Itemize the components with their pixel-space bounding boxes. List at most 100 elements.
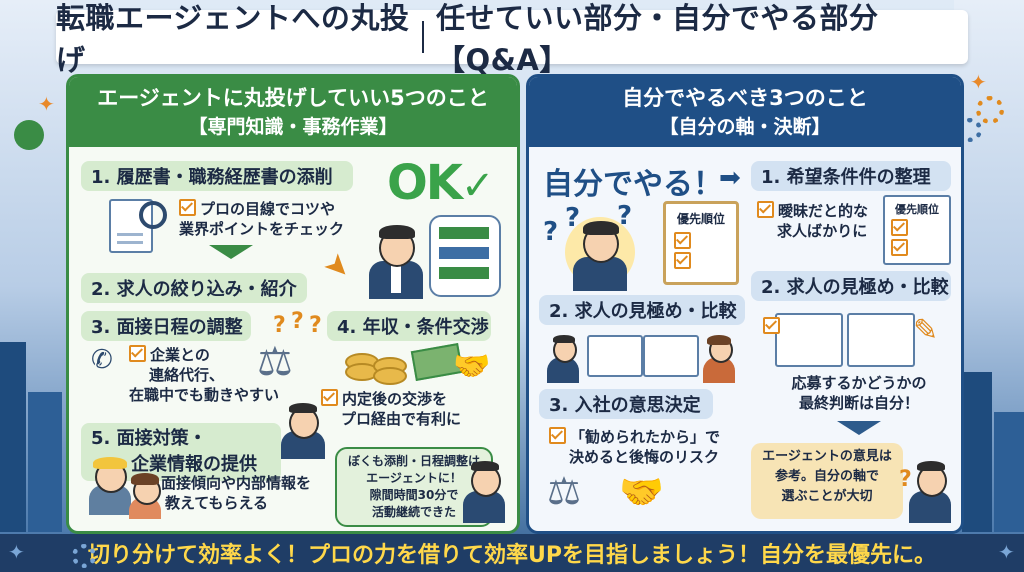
item3-note: 企業との 連絡代行、 在職中でも動きやすい (129, 345, 279, 405)
priority-label: 優先順位 (676, 212, 725, 226)
star-icon: ✦ (998, 540, 1015, 564)
scales-icon: ⚖ (257, 339, 293, 385)
star-icon: ✦ (38, 92, 55, 116)
r-item3-note-line2: 決めると後悔のリスク (569, 448, 720, 466)
right-panel-header: 自分でやるべき3つのこと 【自分の軸・決断】 (529, 77, 961, 147)
item5-note-line1: 面接傾向や内部情報を (161, 474, 312, 492)
checkbox-icon (674, 252, 691, 269)
gear-icon (976, 96, 1004, 124)
resume-icon (775, 313, 843, 367)
r-item2b-note-line1: 応募するかどうかの (791, 374, 927, 392)
advice-box: エージェントの意見は 参考。自分の軸で 選ぶことが大切 (751, 443, 903, 519)
item1-label: 1. 履歴書・職務経歴書の添削 (81, 161, 353, 191)
rocket-icon: ➤ (316, 245, 359, 288)
right-panel: 自分でやるべき3つのこと 【自分の軸・決断】 自分でやる！ ➡ ? ? ? 優先… (526, 74, 964, 534)
star-icon: ✦ (970, 70, 987, 94)
testimonial-line1: ぼくも添削・日程調整は (347, 454, 480, 468)
page-title: 転職エージェントへの丸投げ 任せていい部分・自分でやる部分【Q&A】 (56, 1, 968, 77)
item3-note-line2: 連絡代行、 (149, 366, 225, 384)
footer-text: 切り分けて効率よく！プロの力を借りて効率UPを目指しましょう！自分を最優先に。 (88, 543, 936, 568)
person-illustration (545, 333, 581, 383)
item5-label-line1: 5. 面接対策・ (91, 428, 207, 449)
do-yourself-label: 自分でやる！ (543, 167, 723, 202)
r-item2b-note-line2: 最終判断は自分！ (798, 394, 919, 412)
arrow-right-icon: ➡ (719, 163, 741, 193)
left-panel: エージェントに丸投げしていい5つのこと 【専門知識・事務作業】 1. 履歴書・職… (66, 74, 520, 534)
question-icon: ? (273, 313, 286, 338)
r-item3-note-line1: 「勧められたから」で (570, 428, 721, 446)
worker-illustration (85, 453, 135, 515)
question-icon: ? (291, 309, 304, 334)
magnifier-icon (139, 201, 167, 229)
advice-line3: 選ぶことが大切 (781, 489, 873, 504)
pen-icon: ✎ (913, 313, 939, 348)
woman-illustration (125, 471, 165, 519)
planet-icon (14, 120, 44, 150)
r-item2a-label: 2. 求人の見極め・比較 (539, 295, 745, 325)
left-panel-heading: エージェントに丸投げしていい5つのこと (97, 86, 489, 110)
title-main: 転職エージェントへの丸投げ (56, 1, 410, 77)
item4-note-line1: 内定後の交渉を (342, 390, 448, 408)
star-icon: ✦ (8, 540, 25, 564)
item3-note-line1: 企業との (150, 346, 210, 364)
footer-banner: 切り分けて効率よく！プロの力を借りて効率UPを目指しましょう！自分を最優先に。 (0, 534, 1024, 572)
right-panel-subheading: 【自分の軸・決断】 (659, 116, 831, 138)
right-panel-heading: 自分でやるべき3つのこと (622, 86, 868, 110)
priority-clipboard: 優先順位 (663, 201, 739, 285)
testimonial-line3: 隙間時間30分で (369, 488, 459, 502)
advice-line2: 参考。自分の軸で (774, 469, 879, 484)
left-panel-header: エージェントに丸投げしていい5つのこと 【専門知識・事務作業】 (69, 77, 517, 147)
item4-note: 内定後の交渉を プロ経由で有利に (321, 389, 461, 429)
question-icon: ? (309, 313, 322, 338)
building-graphic (994, 412, 1024, 532)
resume-icon (847, 313, 915, 367)
advice-line1: エージェントの意見は (762, 449, 892, 464)
item1-note-line1: プロの目線でコツや (200, 200, 336, 218)
building-graphic (28, 392, 62, 532)
ok-label: OK✓ (387, 155, 494, 211)
phone-icon: ✆ (91, 345, 113, 375)
coins-icon (373, 367, 407, 385)
r-item1-note-line1: 曖昧だと的な (778, 202, 869, 220)
r-item2b-note: 応募するかどうかの 最終判断は自分！ (767, 373, 951, 413)
item4-label: 4. 年収・条件交渉 (327, 311, 491, 341)
question-icon: ? (543, 217, 559, 247)
self-illustration (565, 217, 635, 291)
checkbox-icon (763, 317, 780, 334)
agent-illustration (361, 223, 431, 299)
thinking-person-illustration (905, 455, 955, 523)
building-graphic (0, 342, 26, 532)
arrow-down-icon (209, 245, 253, 259)
r-item2b-label: 2. 求人の見極め・比較 (751, 271, 951, 301)
checkbox-icon (674, 232, 691, 249)
arrow-down-icon (837, 421, 881, 435)
item5-note-line2: 教えてもらえる (165, 494, 269, 512)
left-panel-subheading: 【専門知識・事務作業】 (188, 116, 398, 138)
handshake-icon: 🤝 (619, 472, 664, 513)
job-list-icon (429, 215, 501, 297)
item2-label: 2. 求人の絞り込み・紹介 (81, 273, 307, 303)
title-sub: 任せていい部分・自分でやる部分【Q&A】 (435, 1, 879, 77)
r-item3-note: 「勧められたから」で 決めると後悔のリスク (549, 427, 720, 467)
testimonial-line2: エージェントに！ (366, 471, 462, 485)
r-item1-label: 1. 希望条件件の整理 (751, 161, 951, 191)
title-divider (422, 21, 424, 53)
question-icon: ? (899, 467, 912, 492)
woman-illustration (701, 333, 737, 383)
r-item1-note-line2: 求人ばかりに (777, 222, 868, 240)
agent-illustration (275, 403, 331, 459)
item5-note: 面接傾向や内部情報を 教えてもらえる (161, 473, 311, 513)
r-item1-note: 曖昧だと的な 求人ばかりに (757, 201, 868, 241)
item1-note-line2: 業界ポイントをチェック (179, 220, 345, 238)
gear-icon (72, 544, 96, 568)
scales-icon: ⚖ (547, 469, 582, 513)
job-card-icon (643, 335, 699, 377)
item3-label: 3. 面接日程の調整 (81, 311, 251, 341)
item4-note-line2: プロ経由で有利に (341, 410, 462, 428)
person-illustration (459, 457, 509, 523)
r-item3-label: 3. 入社の意思決定 (539, 389, 713, 419)
handshake-icon: 🤝 (453, 349, 491, 384)
testimonial-line4: 活動継続できた (371, 505, 456, 519)
item3-note-line3: 在職中でも動きやすい (129, 386, 280, 404)
job-card-icon (587, 335, 643, 377)
